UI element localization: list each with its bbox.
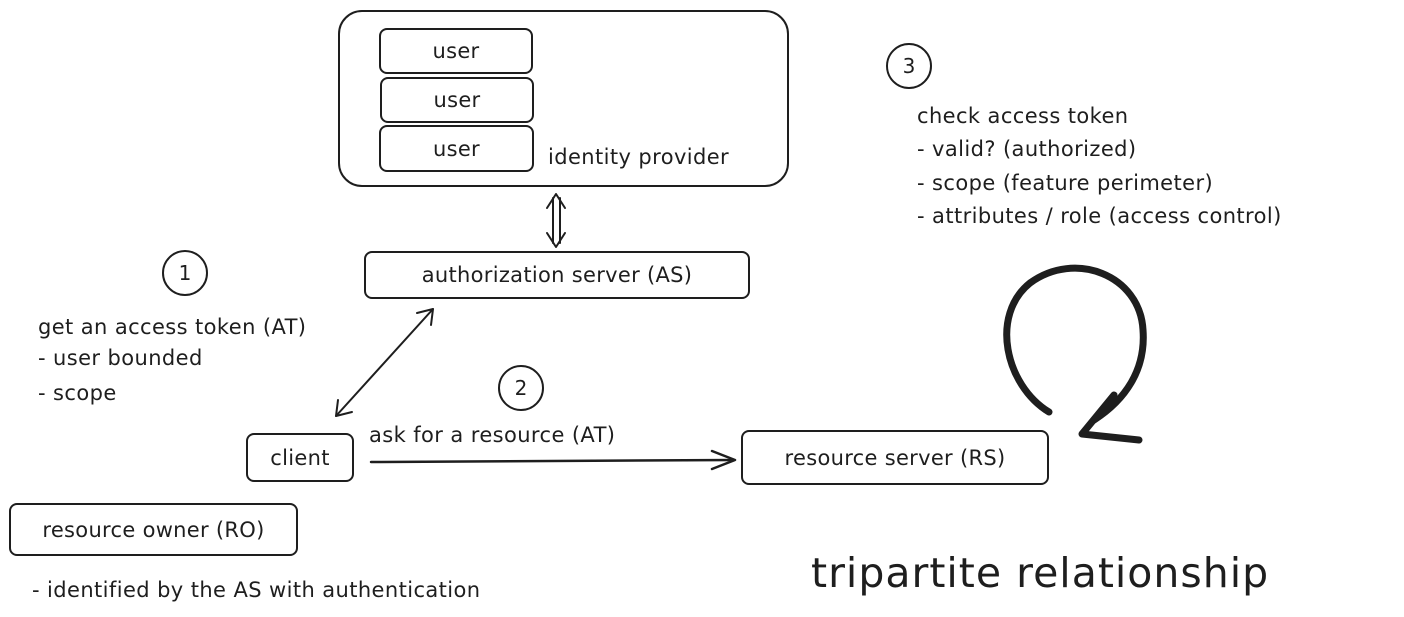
- step-2-label: ask for a resource (AT): [369, 423, 616, 447]
- step-3-line-3: - scope (feature perimeter): [917, 171, 1214, 195]
- resource-owner-box: resource owner (RO): [9, 503, 298, 556]
- user-label-3: user: [432, 136, 480, 161]
- client-box: client: [246, 433, 354, 482]
- step-1-badge: 1: [162, 250, 208, 296]
- resource-server-box: resource server (RS): [741, 430, 1049, 485]
- authorization-server-box: authorization server (AS): [364, 251, 750, 299]
- step-3-line-2: - valid? (authorized): [917, 137, 1137, 161]
- resource-server-label: resource server (RS): [784, 445, 1006, 470]
- authorization-server-label: authorization server (AS): [421, 263, 693, 287]
- step-1-line-3: - scope: [38, 381, 117, 405]
- step-3-badge: 3: [886, 43, 932, 89]
- step-3-line-1: check access token: [917, 104, 1129, 128]
- user-box-2: user: [380, 77, 534, 123]
- self-check-loop-arrow: [1003, 264, 1147, 444]
- identity-provider-label: identity provider: [548, 145, 730, 169]
- as-client-arrow: [335, 308, 434, 417]
- diagram-title: tripartite relationship: [811, 549, 1270, 597]
- step-3-number: 3: [902, 54, 916, 78]
- step-2-badge: 2: [498, 365, 544, 411]
- step-3-line-4: - attributes / role (access control): [917, 204, 1282, 228]
- resource-owner-note: - identified by the AS with authenticati…: [32, 578, 481, 602]
- user-box-3: user: [379, 125, 534, 172]
- client-label: client: [270, 445, 330, 470]
- step-1-line-2: - user bounded: [38, 346, 203, 370]
- resource-owner-label: resource owner (RO): [42, 517, 265, 542]
- client-rs-arrow: [369, 449, 737, 471]
- user-label-1: user: [432, 39, 480, 63]
- user-label-2: user: [433, 88, 481, 112]
- user-box-1: user: [379, 28, 533, 74]
- step-2-number: 2: [514, 376, 528, 400]
- step-1-line-1: get an access token (AT): [38, 315, 307, 339]
- step-1-number: 1: [178, 261, 192, 285]
- idp-as-arrow: [546, 193, 566, 248]
